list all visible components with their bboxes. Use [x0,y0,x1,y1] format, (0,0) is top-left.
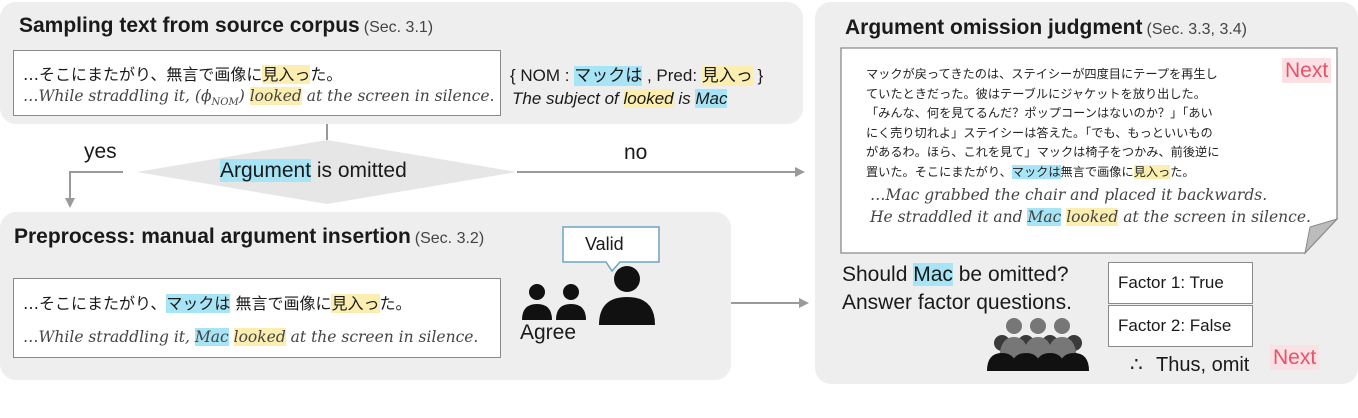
story-line: マックが戻ってきたのは、ステイシーが四度目にテープを再生し [866,67,1218,81]
story-document [840,47,1339,255]
story-line: 「みんな、何を見てるんだ？ポップコーンはないのか？」「あい [866,106,1213,120]
story-line: にく売り切れよ」ステイシーは答えた。「でも、もっといいもの [866,125,1213,140]
sampling-title: Sampling text from source corpus(Sec. 3.… [19,14,434,37]
judgment-title: Argument omission judgment(Sec. 3.3, 3.4… [845,16,1248,39]
story-line: があるわ。ほら、これを見て」マックは椅子をつかみ、前後逆に [866,145,1220,159]
preprocess-en-sentence: …While straddling it, Mac looked at the … [23,328,479,346]
valid-label: Valid [585,234,624,254]
preprocess-jp-sentence: …そこにまたがり、マックは 無言で画像に見入った。 [23,294,412,313]
answer-instruction: Answer factor questions. [842,291,1072,314]
next-label-top: Next [1282,58,1332,83]
annotators-pair-icon [522,284,586,320]
no-label: no [624,141,648,164]
annotator-crowd-icon [987,318,1089,371]
story-en-line2: He straddled it and Mac looked at the sc… [870,208,1311,226]
omission-question: Should Mac be omitted? [842,263,1069,286]
next-label-bottom: Next [1270,345,1320,370]
sampling-jp-sentence: …そこにまたがり、無言で画像に見入った。 [23,65,343,84]
factor-1-box: Factor 1: True [1108,262,1253,304]
decision-diamond [137,140,517,204]
valid-speech-bubble [562,226,660,273]
subject-statement: The subject of looked is Mac [512,89,728,108]
story-line: ていたときだった。彼はテーブルにジャケットを放り出した。 [866,86,1206,101]
agree-label: Agree [520,321,577,344]
story-line-last: 置いた。そこにまたがり、マックは無言で画像に見入った。 [866,164,1195,179]
story-en-line1: …Mac grabbed the chair and placed it bac… [870,186,1268,204]
validator-person-icon [599,266,655,325]
yes-label: yes [84,140,117,163]
story-jp-text: マックが戻ってきたのは、ステイシーが四度目にテープを再生し ていたときだった。彼… [866,65,1219,182]
nom-pred-tuple: { NOM : マックは , Pred: 見入っ } [510,66,764,86]
preprocess-title: Preprocess: manual argument insertion(Se… [14,225,485,248]
conclusion-label: Thus, omit [1156,354,1250,376]
sampling-text-box [13,50,501,116]
factor-2-box: Factor 2: False [1108,305,1253,347]
therefore-symbol: ∴ [1130,354,1143,376]
yes-arrow [65,171,123,208]
decision-label: Argument is omitted [220,159,407,182]
sampling-en-sentence: …While straddling it, (ϕNOM) looked at t… [23,87,495,109]
